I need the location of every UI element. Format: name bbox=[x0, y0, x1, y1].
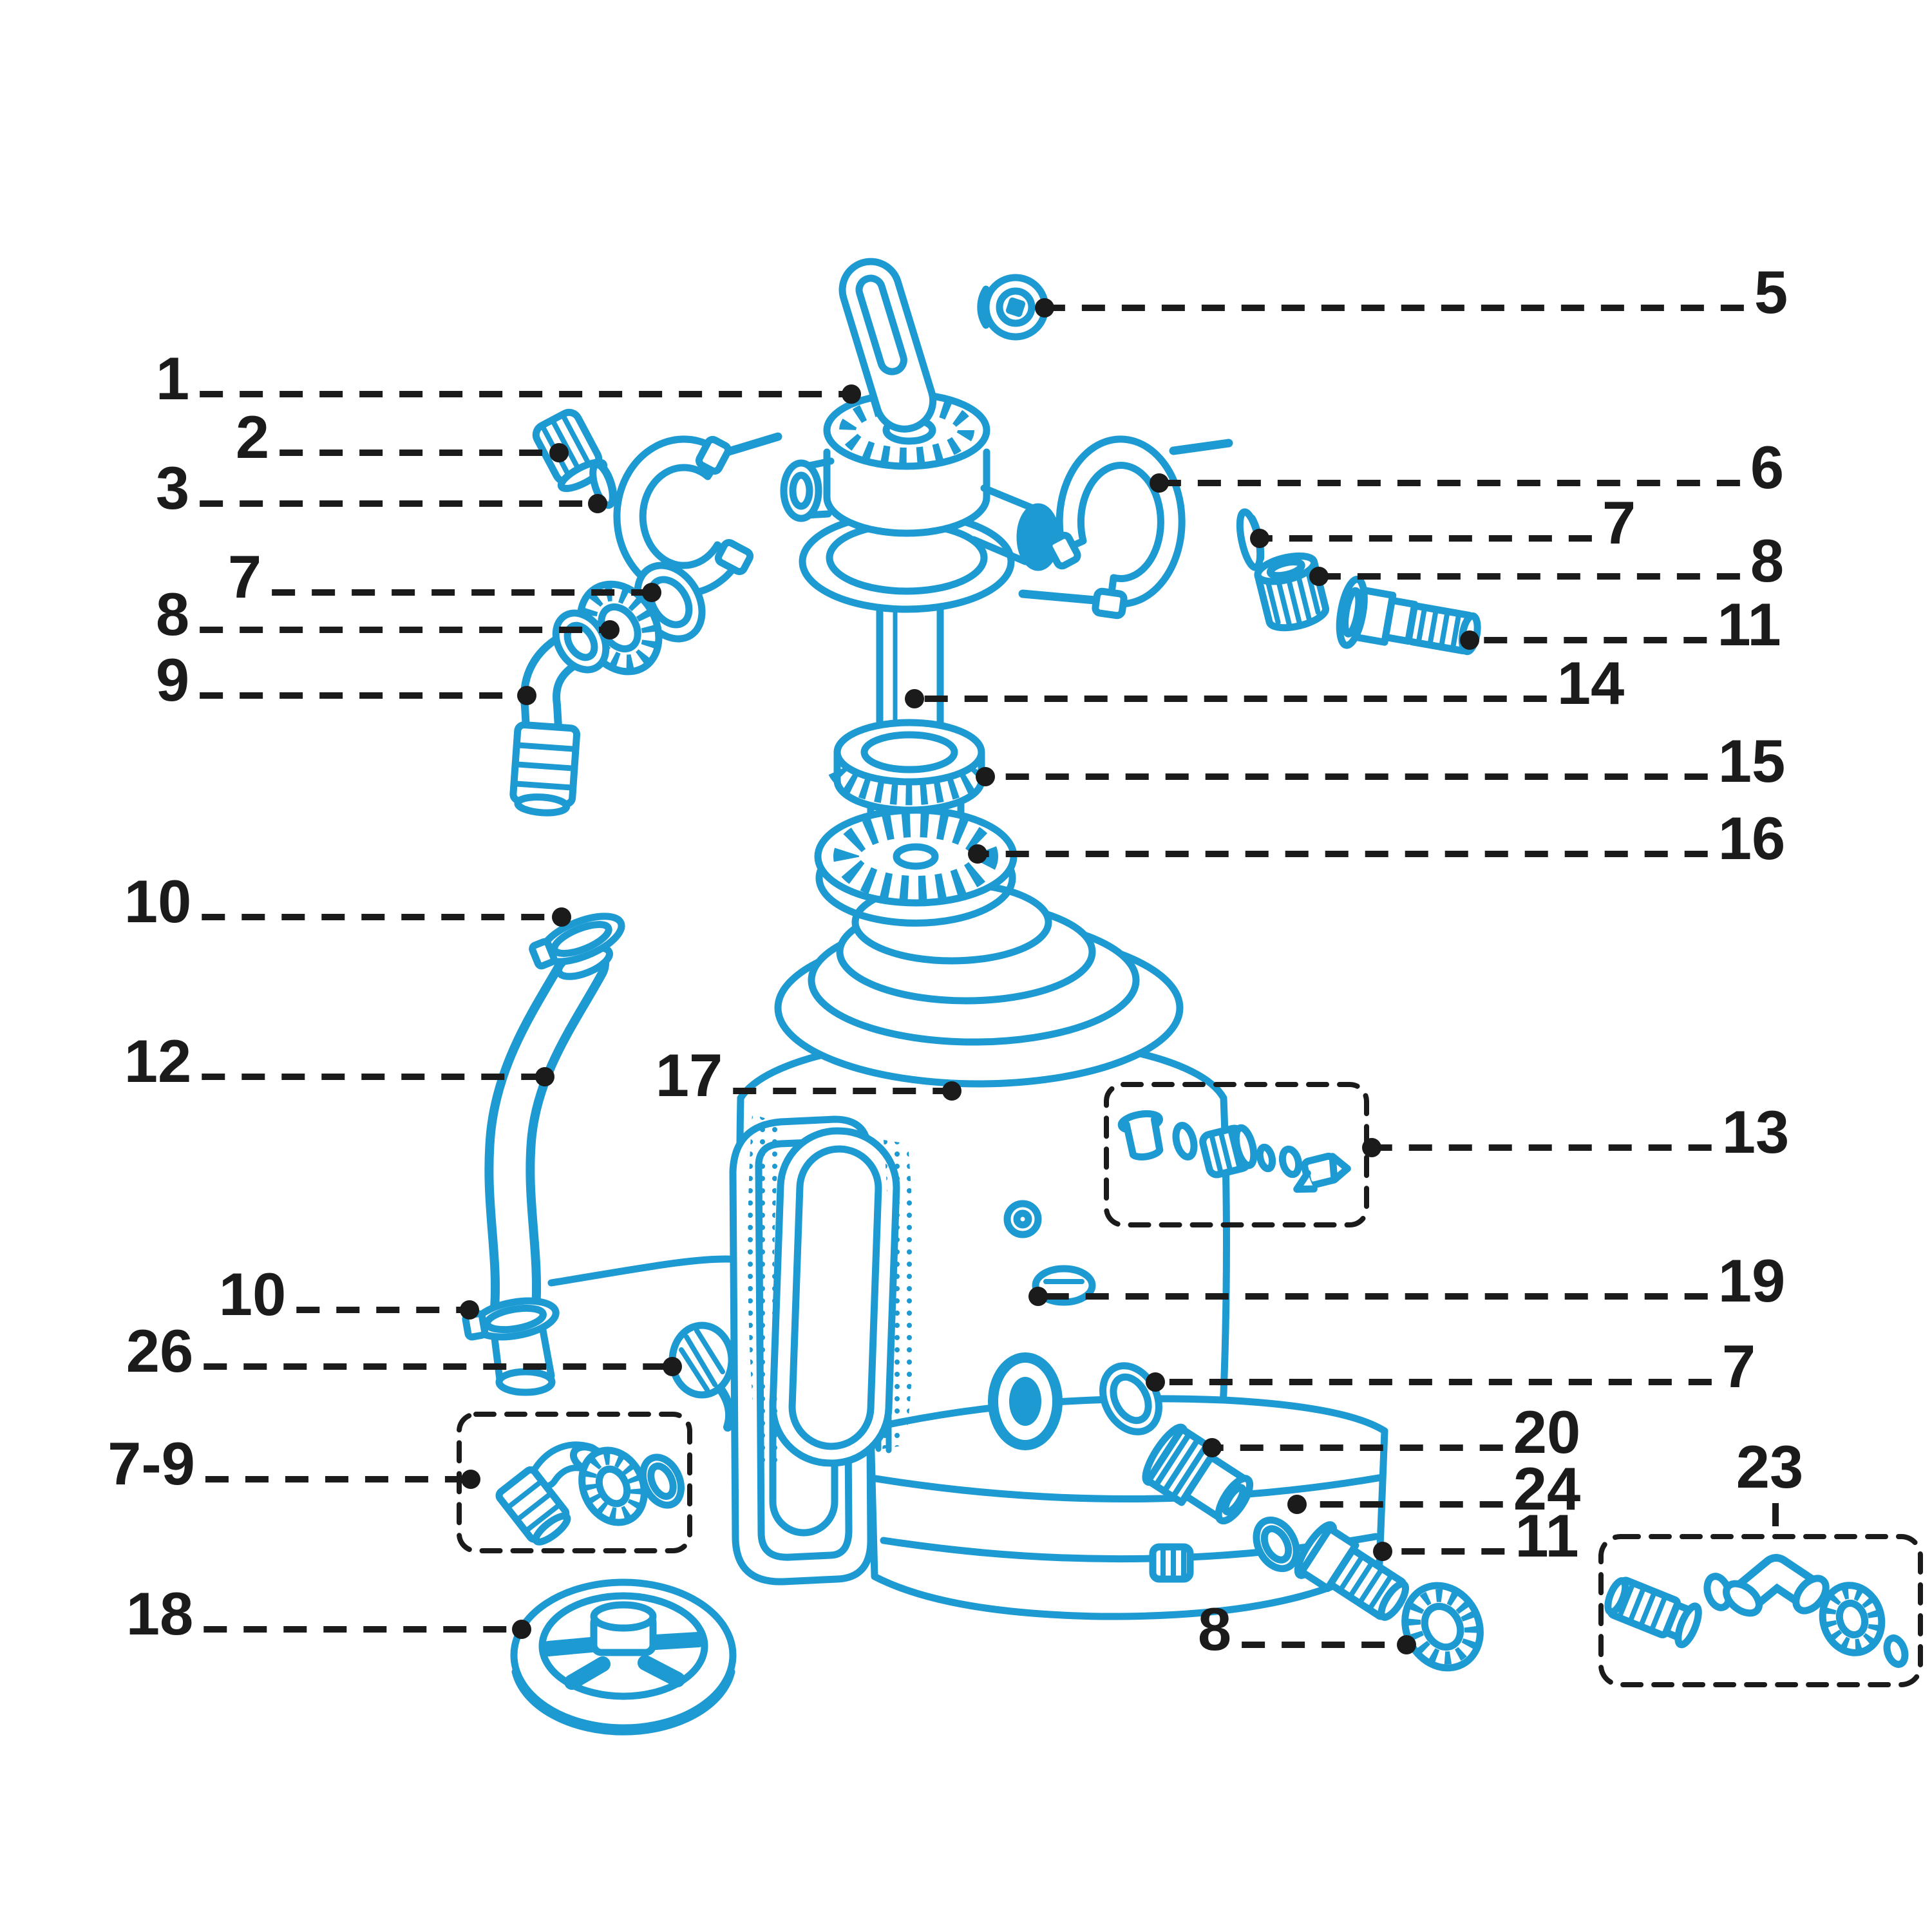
callout-label-drain-valve: 26 bbox=[126, 1317, 194, 1385]
callout-dot-multiport-valve bbox=[842, 384, 861, 404]
hose-clamp-bottom-drawing bbox=[462, 1297, 560, 1341]
callout-label-air-release-cap: 5 bbox=[1754, 258, 1788, 326]
union-adapter-drawing bbox=[1142, 1423, 1254, 1525]
callout-label-pump-base: 19 bbox=[1718, 1247, 1786, 1314]
housing-port-drawing bbox=[988, 1352, 1063, 1450]
drain-valve-drawing bbox=[668, 1321, 735, 1432]
callout-label-hose-nut: 8 bbox=[1750, 527, 1784, 594]
callout-label-clamp-half: 6 bbox=[1750, 433, 1784, 501]
callout-label-valve-drain-cap: 2 bbox=[236, 403, 269, 471]
callout-label-standpipe: 14 bbox=[1557, 649, 1625, 717]
callout-label-drain-hose: 12 bbox=[124, 1027, 192, 1095]
callout-dot-o-ring bbox=[642, 583, 661, 602]
callout-dot-standpipe bbox=[905, 689, 924, 708]
callout-dot-drain-hose bbox=[535, 1067, 554, 1086]
callout-label-fitting-kit: 7-9 bbox=[108, 1430, 195, 1497]
callout-label-o-ring: 7 bbox=[228, 543, 261, 611]
callout-dot-hose-nut bbox=[1309, 567, 1329, 586]
callout-label-union-adapter: 20 bbox=[1513, 1398, 1581, 1466]
hose-clamp-top-drawing bbox=[529, 913, 625, 970]
base-stand-drawing bbox=[510, 1578, 737, 1736]
strainer-drawing bbox=[814, 806, 1018, 927]
callout-dot-o-ring bbox=[1287, 1495, 1307, 1514]
collar-nut-drawing bbox=[828, 719, 990, 814]
callout-dot-filter-tank bbox=[942, 1081, 961, 1101]
callout-label-strainer: 16 bbox=[1718, 804, 1786, 872]
callout-dot-hose-adapter bbox=[1373, 1542, 1392, 1561]
elbow-kit-box bbox=[1598, 1534, 1923, 1687]
callout-dot-hose-nut bbox=[600, 620, 620, 639]
callout-label-multiport-valve: 1 bbox=[156, 345, 189, 412]
callout-dot-o-ring bbox=[1250, 529, 1269, 548]
callout-label-o-ring: 24 bbox=[1513, 1455, 1581, 1522]
callout-label-hose-adapter: 11 bbox=[1717, 591, 1781, 658]
callout-dot-hose-nut bbox=[1397, 1635, 1416, 1654]
o-ring-24-drawing bbox=[1253, 1516, 1300, 1573]
callout-label-o-ring: 7 bbox=[1602, 489, 1636, 556]
callout-label-hose-nut: 8 bbox=[1198, 1595, 1231, 1663]
hose-adapter-right-drawing bbox=[1336, 575, 1481, 656]
callout-label-o-ring: 7 bbox=[1722, 1332, 1756, 1400]
drain-hose-drawing bbox=[484, 938, 613, 1334]
callout-label-collar-nut: 15 bbox=[1718, 727, 1786, 795]
callout-label-small-washer: 3 bbox=[156, 454, 189, 522]
drain-plug-kit-box bbox=[1104, 1082, 1369, 1227]
callout-dot-fitting-kit bbox=[461, 1470, 480, 1489]
callout-dot-clamp-half bbox=[1150, 473, 1169, 493]
tank-window-drawing bbox=[748, 1114, 1042, 1468]
fitting-kit-box bbox=[457, 1412, 692, 1553]
callout-label-base-stand: 18 bbox=[126, 1580, 194, 1647]
callout-dot-hose-adapter bbox=[1460, 630, 1479, 650]
multiport-valve-drawing bbox=[780, 258, 1081, 613]
air-release-cap-drawing bbox=[977, 274, 1049, 341]
callout-dot-small-washer bbox=[588, 494, 607, 513]
callout-label-hose-adapter: 11 bbox=[1515, 1502, 1578, 1569]
callout-dot-hose-clamp bbox=[460, 1300, 479, 1320]
callout-label-hose-nut: 8 bbox=[156, 580, 189, 648]
callout-dot-strainer bbox=[968, 844, 987, 864]
callout-dot-air-release-cap bbox=[1035, 298, 1054, 317]
callout-dot-union-adapter bbox=[1202, 1438, 1222, 1457]
callout-label-filter-tank: 17 bbox=[656, 1041, 723, 1109]
callout-dot-elbow-fitting bbox=[517, 686, 536, 705]
callout-dot-o-ring bbox=[1146, 1372, 1165, 1392]
callout-label-drain-plug-kit: 13 bbox=[1722, 1098, 1790, 1166]
callout-label-hose-clamp: 10 bbox=[219, 1260, 287, 1328]
callout-label-elbow-fitting: 9 bbox=[156, 646, 189, 714]
callout-dot-base-stand bbox=[512, 1620, 531, 1639]
hose-end-drawing bbox=[489, 1323, 556, 1396]
callout-dot-pump-base bbox=[1028, 1287, 1048, 1306]
callout-dot-collar-nut bbox=[976, 767, 995, 786]
callout-dot-drain-plug-kit bbox=[1362, 1138, 1381, 1157]
callout-label-elbow-kit: 23 bbox=[1736, 1433, 1804, 1501]
valve-handle bbox=[838, 258, 937, 433]
hose-nut-right-drawing bbox=[1254, 552, 1330, 632]
o-ring-port-drawing bbox=[1099, 1362, 1162, 1435]
elbow-fitting-left-drawing bbox=[509, 609, 610, 817]
hose-adapter-bottom-drawing bbox=[1294, 1521, 1410, 1621]
callout-dot-valve-drain-cap bbox=[549, 443, 569, 462]
callout-label-hose-clamp: 10 bbox=[124, 867, 192, 935]
clamp-left-half-drawing bbox=[613, 432, 782, 598]
callout-dot-hose-clamp bbox=[552, 907, 571, 927]
callout-dot-drain-valve bbox=[663, 1357, 682, 1376]
small-washer-drawing bbox=[589, 460, 618, 509]
